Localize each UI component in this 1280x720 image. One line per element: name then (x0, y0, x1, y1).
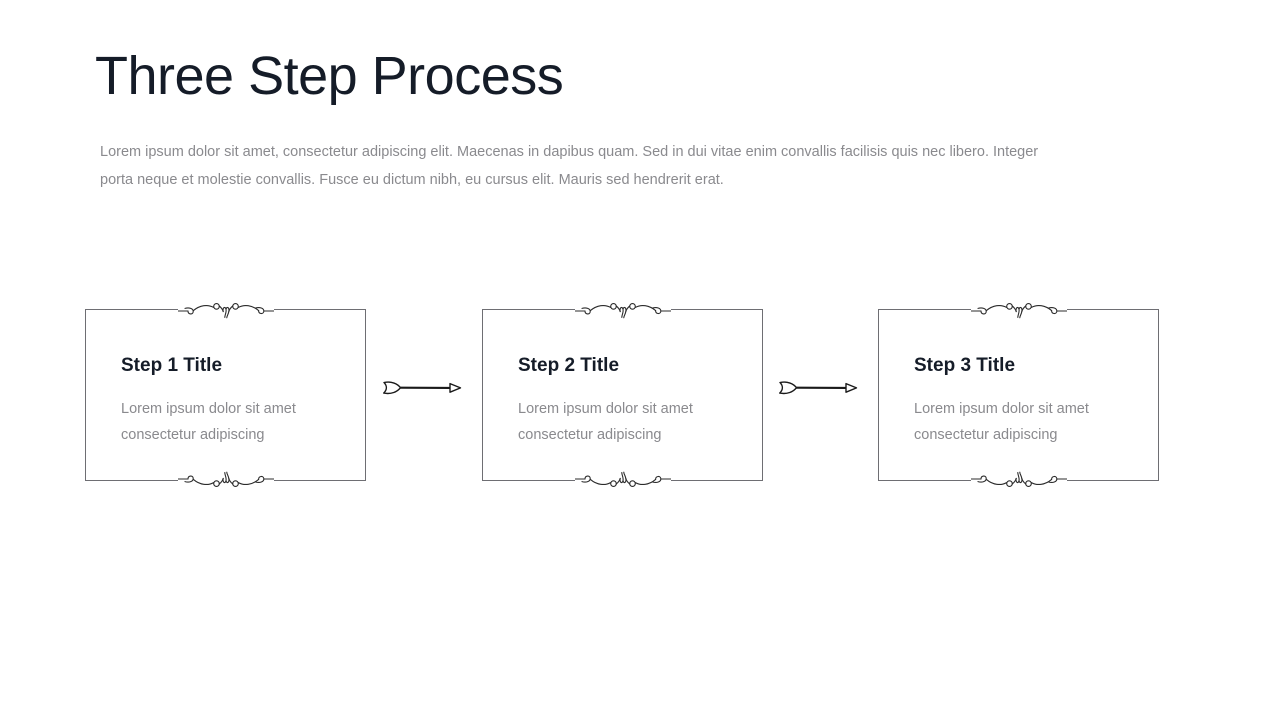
step-title: Step 3 Title (914, 355, 1016, 376)
flourish-ornament-icon (574, 299, 671, 321)
page-title: Three Step Process (95, 46, 564, 106)
step-title: Step 1 Title (121, 355, 223, 376)
page-subtitle: Lorem ipsum dolor sit amet, consectetur … (100, 144, 1039, 188)
flourish-ornament-icon (970, 469, 1067, 491)
step-description: Lorem ipsum dolor sit amet consectetur a… (121, 401, 296, 443)
arrow-right-icon (777, 374, 863, 402)
step-description: Lorem ipsum dolor sit amet consectetur a… (518, 401, 693, 443)
flourish-ornament-icon (574, 469, 671, 491)
step-title: Step 2 Title (518, 355, 620, 376)
step-description: Lorem ipsum dolor sit amet consectetur a… (914, 401, 1089, 443)
step-card-2[interactable]: Step 2 Title Lorem ipsum dolor sit amet … (482, 303, 763, 487)
flourish-ornament-icon (177, 469, 274, 491)
arrow-right-icon (381, 374, 467, 402)
steps-row: Step 1 Title Lorem ipsum dolor sit amet … (0, 303, 1280, 489)
step-card-3[interactable]: Step 3 Title Lorem ipsum dolor sit amet … (878, 303, 1159, 487)
flourish-ornament-icon (177, 299, 274, 321)
flourish-ornament-icon (970, 299, 1067, 321)
step-card-1[interactable]: Step 1 Title Lorem ipsum dolor sit amet … (85, 303, 366, 487)
